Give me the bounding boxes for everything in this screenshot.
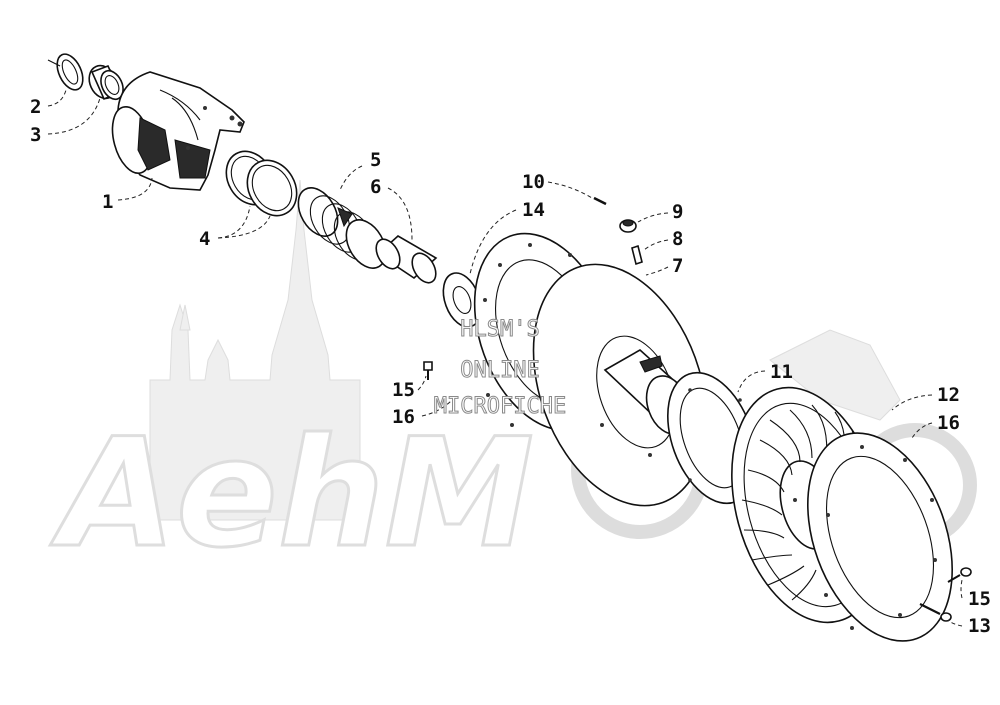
part-5-spring bbox=[297, 187, 387, 269]
callout-14: 14 bbox=[522, 199, 545, 221]
callout-13: 13 bbox=[968, 615, 991, 637]
leader-lines bbox=[47, 89, 963, 627]
part-15-screw-left bbox=[423, 361, 433, 380]
callout-9: 9 bbox=[672, 201, 683, 223]
part-16-cover-plate-right bbox=[807, 432, 953, 642]
watermark-text: HLSM'S ONLINE MICROFICHE bbox=[433, 317, 566, 420]
part-4-rings bbox=[225, 150, 298, 217]
watermark-spire-left bbox=[179, 304, 191, 331]
callout-16-right: 16 bbox=[937, 412, 960, 434]
watermark-logo: AehM bbox=[50, 407, 534, 581]
callout-2: 2 bbox=[30, 96, 41, 118]
watermark-line-2: ONLINE bbox=[460, 358, 539, 383]
callout-labels: 1 2 3 4 5 6 7 8 9 10 11 12 13 14 15 15 1… bbox=[30, 96, 991, 637]
part-6-sleeve bbox=[375, 235, 438, 284]
part-3-bushing bbox=[88, 64, 124, 101]
part-1-cam-housing bbox=[111, 71, 245, 191]
part-15-screw-right bbox=[947, 567, 972, 583]
part-13-bolt bbox=[919, 603, 952, 622]
callout-7: 7 bbox=[672, 255, 683, 277]
watermark-line-3: MICROFICHE bbox=[434, 394, 566, 419]
watermark-skyline bbox=[149, 179, 361, 521]
callout-4: 4 bbox=[199, 228, 210, 250]
callout-3: 3 bbox=[30, 124, 41, 146]
callout-6: 6 bbox=[370, 176, 381, 198]
watermark-line-1: HLSM'S bbox=[460, 317, 539, 342]
callout-15-right: 15 bbox=[968, 588, 991, 610]
callout-8: 8 bbox=[672, 228, 683, 250]
callout-15-left: 15 bbox=[392, 379, 415, 401]
part-8-pin bbox=[631, 244, 643, 266]
part-10-pin bbox=[593, 196, 607, 206]
part-9-nut bbox=[619, 219, 637, 233]
callout-1: 1 bbox=[102, 191, 113, 213]
callout-5: 5 bbox=[370, 149, 381, 171]
callout-10: 10 bbox=[522, 171, 545, 193]
part-14-washer bbox=[442, 272, 482, 328]
callout-12: 12 bbox=[937, 384, 960, 406]
part-2-snap-ring bbox=[47, 53, 84, 91]
callout-16-left: 16 bbox=[392, 406, 415, 428]
callout-11: 11 bbox=[770, 361, 793, 383]
